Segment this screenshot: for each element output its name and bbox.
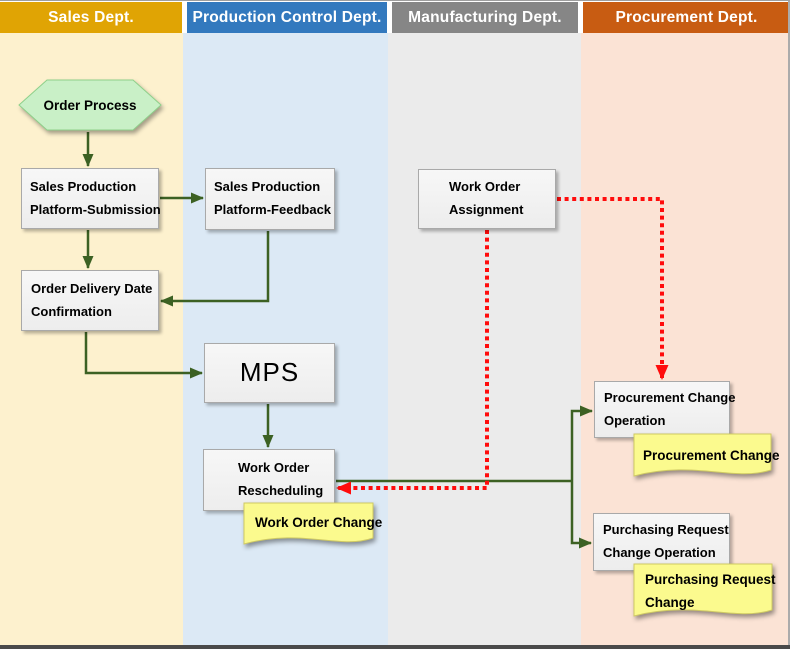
note-procurement-change: Procurement Change xyxy=(633,433,780,482)
note-shape xyxy=(633,433,772,477)
red-dotted-assignment-to-procurement-change xyxy=(557,197,669,380)
lane-manufacturing xyxy=(388,33,581,645)
frame-right-edge xyxy=(788,1,790,649)
note-purchasing-request-change: Purchasing Request Change xyxy=(633,563,776,622)
note-label: Work Order Change xyxy=(255,515,383,530)
node-platform-feedback: Sales Production Platform-Feedback xyxy=(205,168,335,230)
lane-title: Production Control Dept. xyxy=(192,8,382,26)
node-work-order-rescheduling: Work Order Rescheduling xyxy=(203,449,335,511)
node-label: Work Order Rescheduling xyxy=(238,460,324,498)
node-label: Sales Production Platform-Submission xyxy=(30,178,161,217)
lane-header-production-control: Production Control Dept. xyxy=(187,2,387,33)
node-label: MPS xyxy=(239,357,300,388)
lane-title: Procurement Dept. xyxy=(615,8,758,26)
red-dotted-assignment-to-rescheduling xyxy=(336,230,489,495)
node-work-order-assignment: Work Order Assignment xyxy=(418,169,556,229)
node-label: Work Order Assignment xyxy=(449,179,524,217)
lane-title: Manufacturing Dept. xyxy=(408,8,562,26)
node-procurement-change-operation: Procurement Change Operation xyxy=(594,381,735,438)
frame-bottom-edge xyxy=(0,645,790,649)
node-label: Sales Production Platform-Feedback xyxy=(214,179,332,217)
node-mps: MPS xyxy=(204,343,335,403)
lane-production-control xyxy=(183,33,388,645)
node-label: Order Process xyxy=(43,98,137,113)
node-label: Order Delivery Date Confirmation xyxy=(31,280,153,319)
note-label: Purchasing Request Change xyxy=(645,572,776,610)
node-label: Purchasing Request Change Operation xyxy=(603,522,729,560)
arrow-branch-to-procurement-change xyxy=(570,405,593,481)
lane-sales xyxy=(0,33,183,645)
lane-header-manufacturing: Manufacturing Dept. xyxy=(392,2,578,33)
note-label: Procurement Change xyxy=(643,448,780,463)
arrow-branch-to-purchasing-request xyxy=(570,481,592,549)
node-label: Procurement Change Operation xyxy=(604,389,736,428)
note-shape xyxy=(633,563,773,617)
note-shape xyxy=(243,502,374,545)
hexagon-shape xyxy=(18,79,162,131)
lane-title: Sales Dept. xyxy=(48,8,134,26)
node-platform-submission: Sales Production Platform-Submission xyxy=(21,168,161,229)
lane-header-procurement: Procurement Dept. xyxy=(583,2,790,33)
note-work-order-change: Work Order Change xyxy=(243,502,383,550)
node-order-process: Order Process xyxy=(17,79,163,132)
lane-header-sales: Sales Dept. xyxy=(0,2,182,33)
node-purchasing-request-change-operation: Purchasing Request Change Operation xyxy=(593,513,730,571)
arrow-confirmation-to-mps xyxy=(84,332,203,379)
arrow-feedback-to-confirmation xyxy=(160,231,270,307)
node-delivery-confirmation: Order Delivery Date Confirmation xyxy=(21,270,159,331)
